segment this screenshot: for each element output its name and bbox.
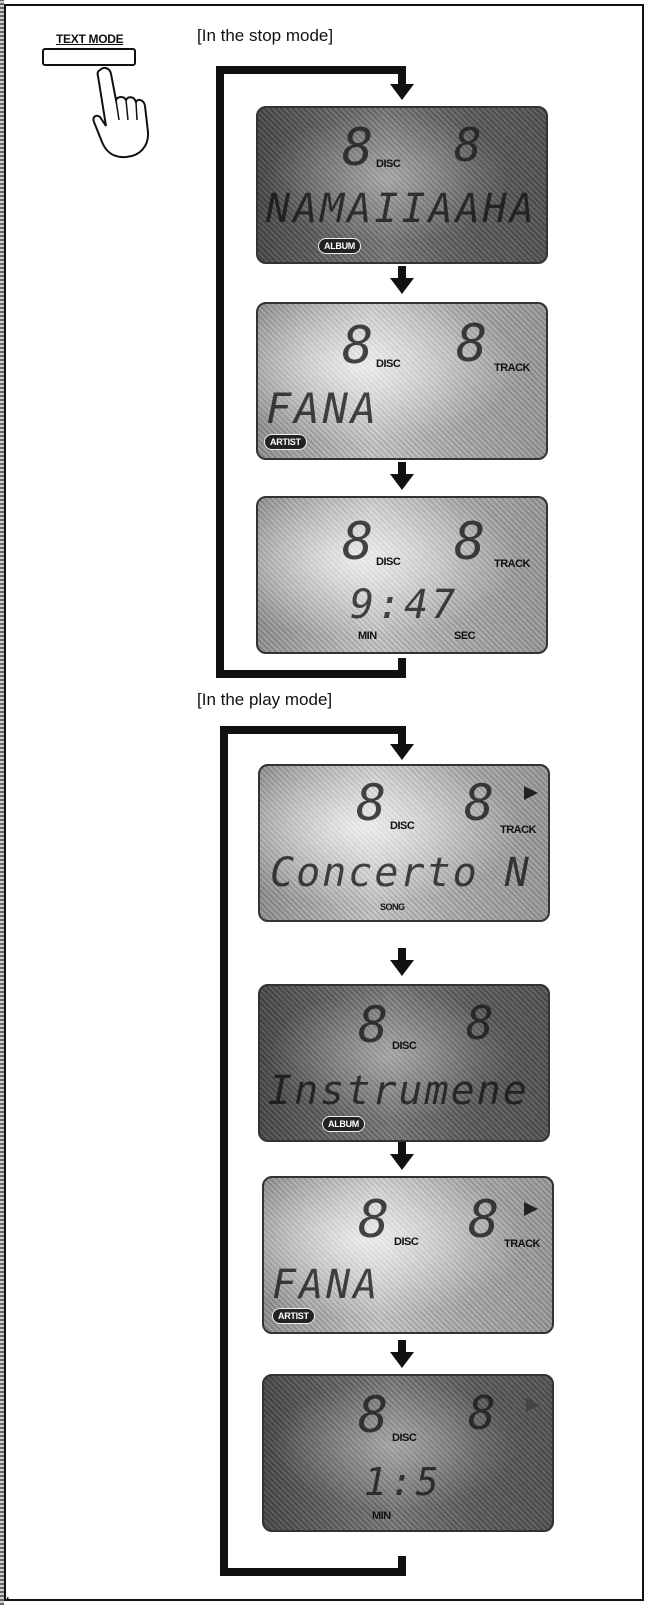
track-label: TRACK: [494, 558, 530, 570]
lcd-time: 9:47: [350, 582, 458, 628]
pointing-hand-icon: [80, 62, 160, 162]
play-flow-left: [220, 726, 228, 1576]
down-arrow-icon: [390, 1142, 414, 1170]
stop-flow-left: [216, 66, 224, 678]
down-arrow-icon: [390, 72, 414, 100]
lcd-text: Concerto N: [270, 850, 531, 896]
play-mode-title: [In the play mode]: [197, 690, 332, 710]
track-label: TRACK: [494, 362, 530, 374]
track-label: TRACK: [504, 1238, 540, 1250]
lcd-text: FANA: [266, 384, 379, 433]
lcd-display: 8 DISC 8 TRACK Concerto N SONG: [258, 764, 550, 922]
indicator-badge: ALBUM: [322, 1116, 365, 1132]
down-arrow-icon: [390, 1340, 414, 1368]
indicator-badge: ARTIST: [264, 434, 307, 450]
track-digit: 8: [468, 1390, 496, 1436]
down-arrow-icon: [390, 732, 414, 760]
lcd-display: 8 DISC 8 TRACK FANA ARTIST: [262, 1176, 554, 1334]
stop-flow-bottom: [216, 670, 406, 678]
stop-mode-title: [In the stop mode]: [197, 26, 333, 46]
indicator-badge: ALBUM: [318, 238, 361, 254]
stop-flow-top: [216, 66, 406, 74]
disc-digit: 8: [358, 1194, 389, 1246]
lcd-display: 8 DISC 8 TRACK 9:47 MIN SEC: [256, 496, 548, 654]
indicator-badge: ARTIST: [272, 1308, 315, 1324]
page-mark: ,: [6, 1588, 9, 1602]
lcd-text: FANA: [272, 1262, 380, 1308]
track-digit: 8: [454, 122, 482, 168]
lcd-time: 1:5: [364, 1460, 442, 1504]
play-flow-bottom: [220, 1568, 406, 1576]
track-digit: 8: [456, 318, 487, 370]
lcd-display: 8 DISC 8 TRACK FANA ARTIST: [256, 302, 548, 460]
disc-digit: 8: [342, 122, 373, 174]
disc-label: DISC: [376, 556, 400, 568]
down-arrow-icon: [390, 266, 414, 294]
disc-label: DISC: [390, 820, 414, 832]
lcd-display: 8 DISC 8 Instrumene ALBUM: [258, 984, 550, 1142]
disc-label: DISC: [376, 358, 400, 370]
play-flow-top: [220, 726, 406, 734]
lcd-display: 8 DISC 8 1:5 MIN: [262, 1374, 554, 1532]
min-label: MIN: [358, 630, 377, 642]
down-arrow-icon: [390, 462, 414, 490]
disc-digit: 8: [342, 320, 373, 372]
play-flow-riser: [398, 1556, 406, 1576]
disc-label: DISC: [392, 1040, 416, 1052]
song-indicator: SONG: [380, 902, 405, 912]
play-icon: [526, 1398, 540, 1412]
disc-label: DISC: [394, 1236, 418, 1248]
text-mode-label: TEXT MODE: [56, 32, 123, 46]
lcd-display: 8 DISC 8 NAMAIIAAHA ALBUM: [256, 106, 548, 264]
lcd-text: NAMAIIAAHA: [266, 186, 537, 232]
lcd-text: Instrumene: [268, 1068, 529, 1114]
disc-digit: 8: [342, 516, 373, 568]
disc-label: DISC: [376, 158, 400, 170]
down-arrow-icon: [390, 948, 414, 976]
track-digit: 8: [464, 778, 494, 828]
sec-label: SEC: [454, 630, 475, 642]
disc-label: DISC: [392, 1432, 416, 1444]
stop-flow-riser: [398, 658, 406, 678]
track-label: TRACK: [500, 824, 536, 836]
disc-digit: 8: [356, 778, 386, 828]
disc-digit: 8: [358, 1390, 388, 1440]
play-icon: [524, 786, 538, 800]
disc-digit: 8: [358, 1000, 388, 1050]
track-digit: 8: [468, 1194, 499, 1246]
track-digit: 8: [466, 1000, 494, 1046]
track-digit: 8: [454, 516, 485, 568]
min-label: MIN: [372, 1510, 391, 1522]
play-icon: [524, 1202, 538, 1216]
